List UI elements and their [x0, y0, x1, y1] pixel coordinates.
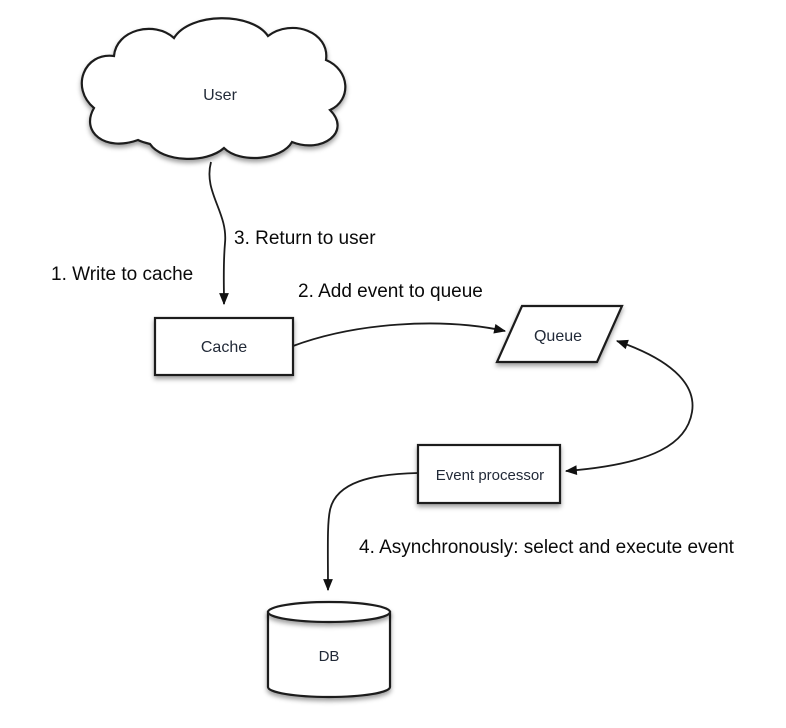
cloud-shape [80, 17, 347, 160]
step2-label: 2. Add event to queue [298, 281, 483, 302]
event-processor-node: Event processor [416, 443, 562, 505]
cache-label: Cache [201, 339, 247, 356]
edge-cache-to-queue [292, 322, 507, 347]
db-cylinder-top [266, 600, 392, 624]
user-node: User [80, 17, 347, 160]
cache-shape [153, 316, 295, 377]
step3-label: 3. Return to user [234, 228, 376, 249]
user-label: User [203, 87, 237, 104]
edge-user-to-cache [208, 161, 229, 306]
db-cylinder-body [266, 610, 392, 699]
event-processor-label: Event processor [436, 467, 544, 484]
edge-queue-event-processor [564, 339, 694, 476]
cache-node: Cache [153, 316, 295, 377]
db-node: DB [266, 600, 392, 699]
queue-label: Queue [534, 328, 582, 345]
edge-event-processor-to-db [323, 472, 419, 592]
step1-label: 1. Write to cache [51, 264, 193, 285]
queue-shape [495, 304, 624, 364]
queue-node: Queue [495, 304, 624, 364]
db-label: DB [319, 648, 340, 665]
event-processor-shape [416, 443, 562, 505]
step4-label: 4. Asynchronously: select and execute ev… [359, 537, 735, 558]
